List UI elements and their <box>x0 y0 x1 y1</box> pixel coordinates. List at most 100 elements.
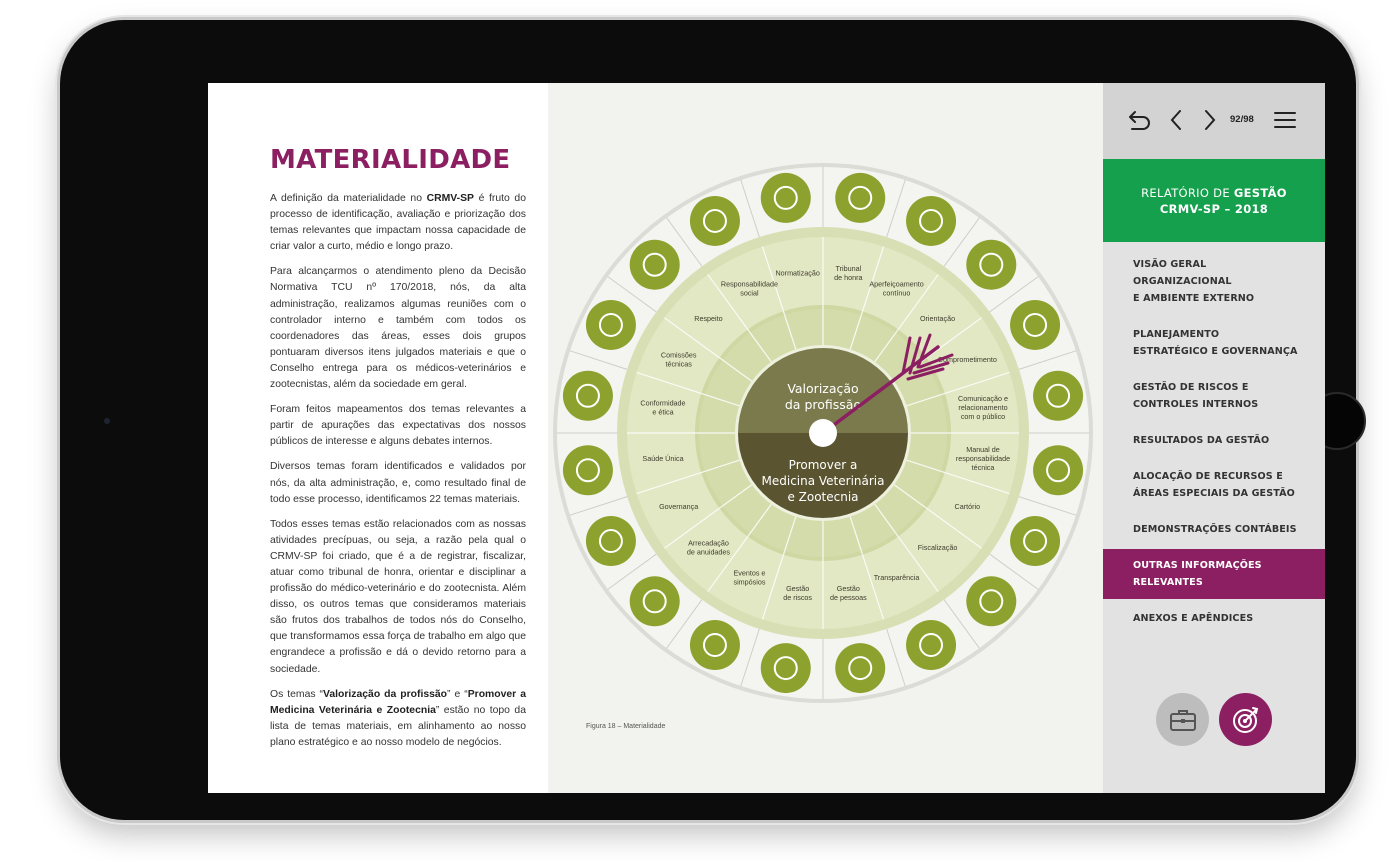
nav-item-anexos[interactable]: ANEXOS E APÊNDICES <box>1103 602 1325 635</box>
outer-spoke <box>740 628 760 687</box>
people-icon <box>835 643 886 694</box>
briefcase-button[interactable] <box>1156 693 1209 746</box>
check-circle-icon <box>562 370 613 421</box>
next-page-button[interactable] <box>1197 107 1223 133</box>
nav-label: VISÃO GERAL ORGANIZACIONAL <box>1133 259 1232 287</box>
inner-spoke <box>636 459 740 495</box>
segment-label: Cartório <box>955 502 981 511</box>
center-top-line-1: Valorização <box>787 381 858 396</box>
growth-chart-icon <box>906 195 957 246</box>
outer-spoke <box>666 217 703 267</box>
report-title-bold: GESTÃO <box>1233 186 1287 200</box>
inner-spoke <box>664 317 753 382</box>
chat-icon <box>1033 370 1084 421</box>
money-box-icon <box>629 576 680 627</box>
outer-spoke <box>989 276 1039 313</box>
document-pen-icon <box>1010 516 1061 567</box>
inner-spoke <box>906 459 1010 495</box>
nav-label: ALOCAÇÃO DE RECURSOS E <box>1133 471 1283 482</box>
outer-spoke <box>666 599 703 649</box>
outer-spoke <box>943 217 980 267</box>
center-bottom-line-3: e Zootecnia <box>787 490 858 504</box>
nav-item-demonstracoes[interactable]: DEMONSTRAÇÕES CONTÁBEIS <box>1103 513 1325 546</box>
group-icon <box>585 299 636 350</box>
inner-spoke <box>874 274 939 363</box>
paragraph: Diversos temas foram identificados e val… <box>270 461 526 505</box>
outer-spoke <box>740 179 760 238</box>
nav-label: ANEXOS E APÊNDICES <box>1133 613 1254 624</box>
outer-spoke <box>943 599 980 649</box>
nav-label: ESTRATÉGICO E GOVERNANÇA <box>1133 346 1298 357</box>
inner-spoke <box>707 503 772 592</box>
nav-label: RESULTADOS DA GESTÃO <box>1133 435 1270 446</box>
puzzle-icon <box>585 516 636 567</box>
center-bottom-line-1: Promover a <box>789 458 858 472</box>
target-button[interactable] <box>1219 693 1272 746</box>
report-subtitle: CRMV-SP – 2018 <box>1159 202 1269 216</box>
segment-label: Governança <box>659 502 698 511</box>
previous-page-button[interactable] <box>1163 107 1189 133</box>
warning-icon <box>760 643 811 694</box>
compass-icon <box>966 239 1017 290</box>
chevron-right-icon <box>1205 110 1216 130</box>
paragraph: Todos esses temas estão relacionados com… <box>270 518 526 675</box>
center-bottom <box>738 433 908 518</box>
report-title-prefix: RELATÓRIO DE <box>1141 186 1234 200</box>
outer-spoke <box>569 350 628 370</box>
figure-caption: Figura 18 – Materialidade <box>586 723 666 730</box>
segment-label: Fiscalização <box>918 543 958 552</box>
heart-hand-icon <box>689 195 740 246</box>
outer-spoke <box>886 179 906 238</box>
inner-spoke <box>761 516 797 620</box>
navigation-sidebar: 92/98 RELATÓRIO DE GESTÃO CRMV-SP – 2018… <box>1103 83 1325 793</box>
paragraph: Para alcançarmos o atendimento pleno da … <box>270 266 526 391</box>
screen: MATERIALIDADE A definição da materialida… <box>208 83 1325 793</box>
center-top-line-2: da profissão <box>785 397 861 412</box>
nav-item-resultados[interactable]: RESULTADOS DA GESTÃO <box>1103 424 1325 457</box>
menu-icon <box>1274 112 1296 128</box>
inner-spoke <box>664 484 753 549</box>
nav-label: OUTRAS INFORMAÇÕES <box>1133 560 1262 571</box>
segment-label: Saúde Única <box>642 454 683 463</box>
handshake-icon <box>1010 299 1061 350</box>
arrow-icon <box>809 333 954 447</box>
menu-button[interactable] <box>1271 107 1299 133</box>
outer-spoke <box>886 628 906 687</box>
gavel-icon <box>835 172 886 223</box>
inner-spoke <box>893 484 982 549</box>
front-camera <box>104 418 110 424</box>
inner-spoke <box>906 371 1010 407</box>
segment-label: Transparência <box>874 573 920 582</box>
paragraph: Os temas “Valorização da profissão” e “P… <box>270 688 526 748</box>
magnifier-icon <box>966 576 1017 627</box>
center-top <box>738 348 908 433</box>
segment-label: Comprometimento <box>938 355 997 364</box>
globe-heart-icon <box>562 445 613 496</box>
inner-spoke <box>761 246 797 350</box>
inner-spokes <box>627 237 1019 629</box>
inner-spoke <box>849 246 885 350</box>
segment-label: Respeito <box>694 314 722 323</box>
outer-spoke <box>1018 350 1077 370</box>
outer-spoke <box>1018 496 1077 516</box>
inner-spoke <box>849 516 885 620</box>
outer-spokes <box>557 167 1089 699</box>
nav-toolbar: 92/98 <box>1103 83 1325 159</box>
back-button[interactable] <box>1127 107 1153 133</box>
